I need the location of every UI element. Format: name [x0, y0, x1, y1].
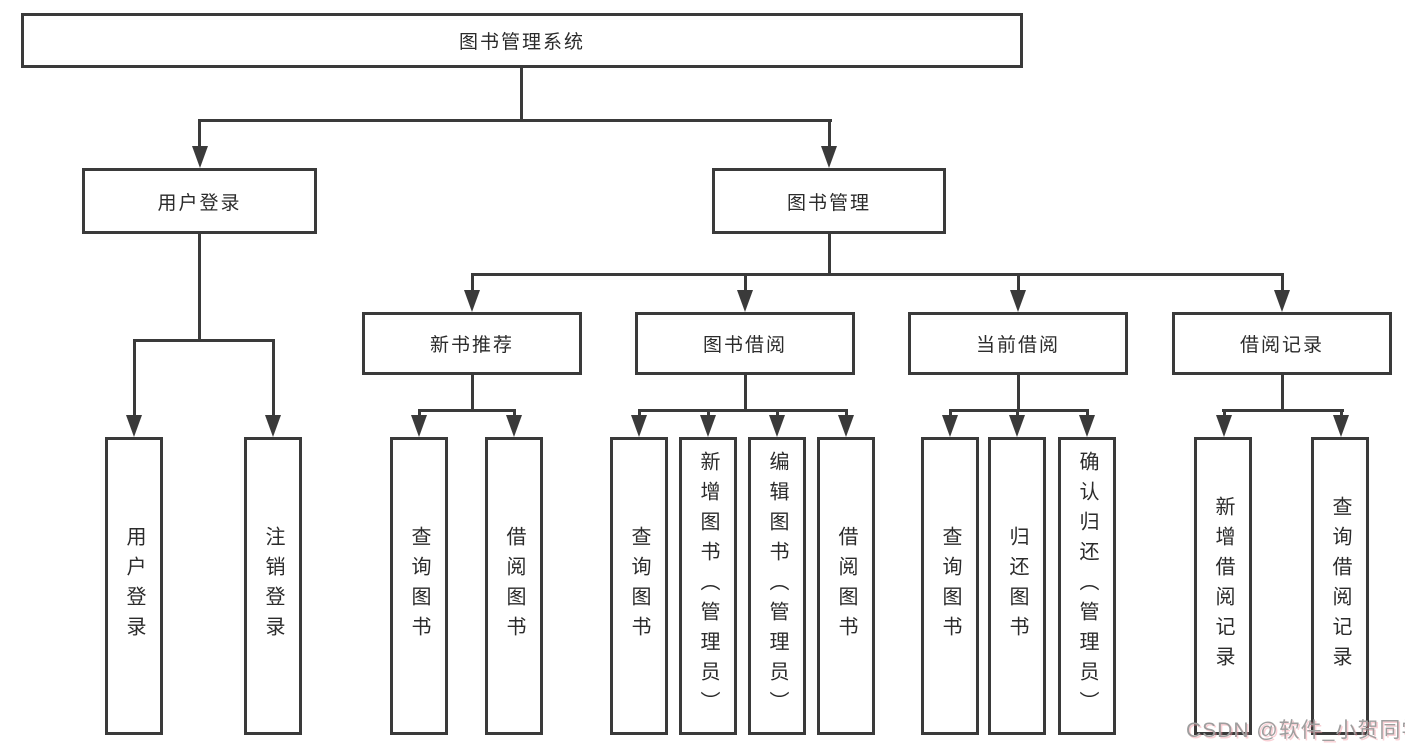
- connector-arrowhead: [942, 409, 958, 437]
- node-label: 图书管理: [786, 192, 871, 214]
- node-label: 用户登录: [123, 526, 145, 646]
- connector-arrowhead: [1274, 274, 1290, 312]
- connector-line: [198, 119, 832, 122]
- node-book-borrowing: 图书借阅: [635, 312, 855, 375]
- connector-line: [198, 234, 201, 342]
- node-label: 查询图书: [939, 526, 961, 646]
- connector-arrowhead: [838, 409, 854, 437]
- connector-arrowhead: [737, 274, 753, 312]
- node-label: 编辑图书（管理员）: [766, 451, 788, 721]
- node-leaf-add-books-admin: 新增图书（管理员）: [679, 437, 737, 735]
- node-label: 用户登录: [157, 192, 242, 214]
- node-leaf-query-books-recommend: 查询图书: [390, 437, 448, 735]
- connector-line: [1016, 375, 1020, 412]
- node-leaf-query-books-current: 查询图书: [921, 437, 979, 735]
- node-leaf-query-books-borrow: 查询图书: [610, 437, 668, 735]
- node-label: 新书推荐: [429, 335, 514, 356]
- connector-line: [827, 234, 831, 276]
- node-label: 归还图书: [1006, 526, 1028, 646]
- node-leaf-edit-books-admin: 编辑图书（管理员）: [748, 437, 806, 735]
- node-new-book-recommendation: 新书推荐: [362, 312, 582, 375]
- node-library-system: 图书管理系统: [21, 13, 1023, 68]
- node-borrowing-records: 借阅记录: [1172, 312, 1392, 375]
- connector-arrowhead: [1010, 274, 1026, 312]
- connector-arrowhead: [411, 409, 427, 437]
- connector-arrowhead: [506, 409, 522, 437]
- node-label: 图书管理系统: [458, 32, 585, 53]
- node-label: 新增图书（管理员）: [697, 451, 719, 721]
- node-user-login: 用户登录: [82, 168, 317, 234]
- node-leaf-logout: 注销登录: [244, 437, 302, 735]
- node-label: 注销登录: [262, 526, 284, 646]
- node-label: 查询借阅记录: [1329, 496, 1351, 676]
- connector-arrowhead: [821, 120, 837, 168]
- node-leaf-return-books: 归还图书: [988, 437, 1046, 735]
- connector-arrowhead: [700, 409, 716, 437]
- node-label: 借阅图书: [503, 526, 525, 646]
- connector-arrowhead: [1079, 409, 1095, 437]
- node-leaf-borrow-books-recommend: 借阅图书: [485, 437, 543, 735]
- node-label: 借阅图书: [835, 526, 857, 646]
- node-label: 借阅记录: [1239, 335, 1324, 356]
- connector-line: [1222, 409, 1344, 412]
- node-label: 图书借阅: [702, 335, 787, 356]
- connector-line: [948, 409, 1089, 412]
- connector-arrowhead: [769, 409, 785, 437]
- node-label: 新增借阅记录: [1212, 496, 1234, 676]
- connector-arrowhead: [631, 409, 647, 437]
- node-leaf-user-login: 用户登录: [105, 437, 163, 735]
- node-book-management: 图书管理: [712, 168, 946, 234]
- connector-arrowhead: [1009, 409, 1025, 437]
- connector-line: [470, 273, 1284, 276]
- connector-line: [132, 339, 275, 342]
- connector-arrowhead: [191, 120, 208, 168]
- node-label: 确认归还（管理员）: [1076, 451, 1098, 721]
- node-leaf-confirm-return-admin: 确认归还（管理员）: [1058, 437, 1116, 735]
- node-leaf-add-borrow-record: 新增借阅记录: [1194, 437, 1252, 735]
- node-leaf-borrow-books: 借阅图书: [817, 437, 875, 735]
- node-leaf-query-borrow-record: 查询借阅记录: [1311, 437, 1369, 735]
- connector-arrowhead: [265, 339, 281, 437]
- node-label: 当前借阅: [975, 335, 1060, 356]
- connector-line: [637, 409, 848, 412]
- connector-arrowhead: [1216, 409, 1232, 437]
- node-current-borrowing: 当前借阅: [908, 312, 1128, 375]
- connector-line: [417, 409, 516, 412]
- connector-arrowhead: [464, 274, 480, 312]
- connector-line: [743, 375, 747, 412]
- connector-line: [470, 375, 474, 412]
- connector-arrowhead: [126, 339, 142, 437]
- connector-line: [1280, 375, 1284, 412]
- csdn-watermark: CSDN @软件_小贺同学: [1186, 719, 1405, 742]
- node-label: 查询图书: [628, 526, 650, 646]
- connector-arrowhead: [1333, 409, 1349, 437]
- node-label: 查询图书: [408, 526, 430, 646]
- connector-line: [520, 68, 523, 122]
